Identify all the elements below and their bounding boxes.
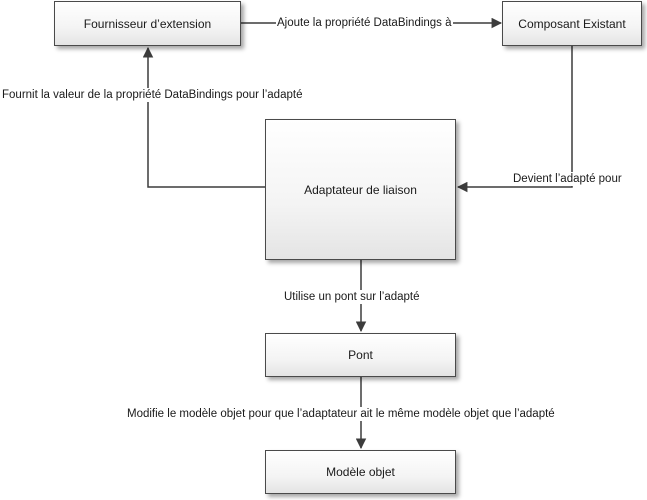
node-composant-label: Composant Existant bbox=[518, 16, 626, 31]
node-composant: Composant Existant bbox=[502, 1, 642, 46]
node-adaptateur: Adaptateur de liaison bbox=[265, 119, 456, 260]
edge-label-modifie: Modifie le modèle objet pour que l’adapt… bbox=[126, 407, 556, 421]
node-modele: Modèle objet bbox=[265, 450, 456, 494]
edge-label-fournit: Fournit la valeur de la propriété DataBi… bbox=[1, 88, 304, 102]
node-fournisseur-label: Fournisseur d’extension bbox=[83, 16, 212, 31]
edge-devient bbox=[456, 45, 573, 193]
node-modele-label: Modèle objet bbox=[326, 465, 395, 479]
node-fournisseur: Fournisseur d’extension bbox=[54, 1, 241, 46]
node-pont-label: Pont bbox=[348, 348, 373, 362]
node-adaptateur-label: Adaptateur de liaison bbox=[304, 182, 417, 197]
edge-label-utilise: Utilise un pont sur l’adapté bbox=[283, 290, 421, 304]
edge-fournit bbox=[142, 46, 265, 188]
edge-label-devient: Devient l’adapté pour bbox=[512, 172, 623, 186]
edge-label-ajoute: Ajoute la propriété DataBindings à bbox=[276, 16, 453, 30]
node-pont: Pont bbox=[265, 333, 456, 377]
